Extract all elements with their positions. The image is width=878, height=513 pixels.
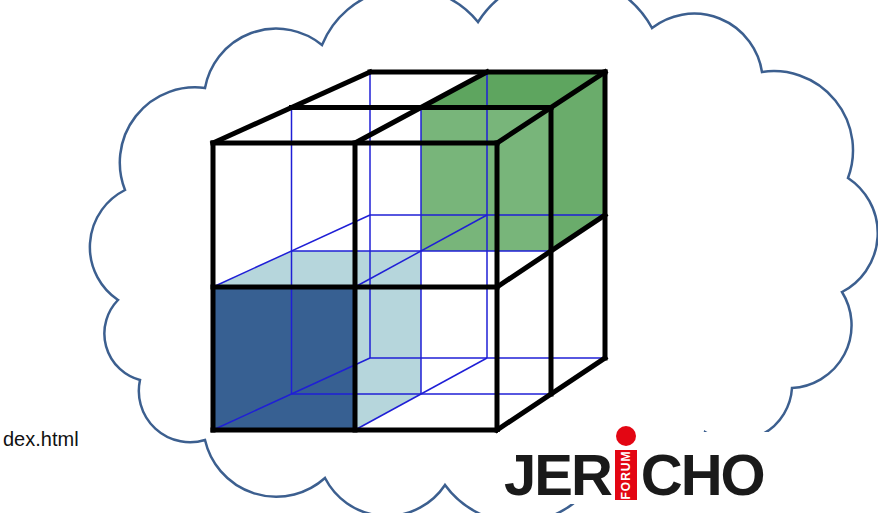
cube-edge <box>603 72 608 358</box>
green-cell-side <box>551 72 605 251</box>
logo-bar: FORUM <box>615 450 637 500</box>
hidden-edge <box>486 72 488 358</box>
cube-edge <box>497 215 605 287</box>
cube-edge <box>497 358 605 430</box>
logo-subtext: FORUM <box>619 451 633 500</box>
logo-text: CHO <box>641 446 764 504</box>
url-text: dex.html <box>3 428 79 451</box>
light-blue-cell-side <box>355 251 421 430</box>
cloud-outline <box>90 0 878 513</box>
logo-dot <box>616 426 636 446</box>
hidden-edge <box>292 393 552 395</box>
hidden-edge <box>355 215 487 287</box>
cube-edge <box>355 72 487 143</box>
logo-text: JER <box>504 446 611 504</box>
green-cell-face <box>421 108 551 252</box>
cube-edge <box>213 428 497 433</box>
cube-edge <box>353 143 358 430</box>
hidden-edge <box>370 357 605 359</box>
jericho-logo: JER FORUM CHO <box>498 432 770 504</box>
blue-cell-face <box>213 287 355 430</box>
